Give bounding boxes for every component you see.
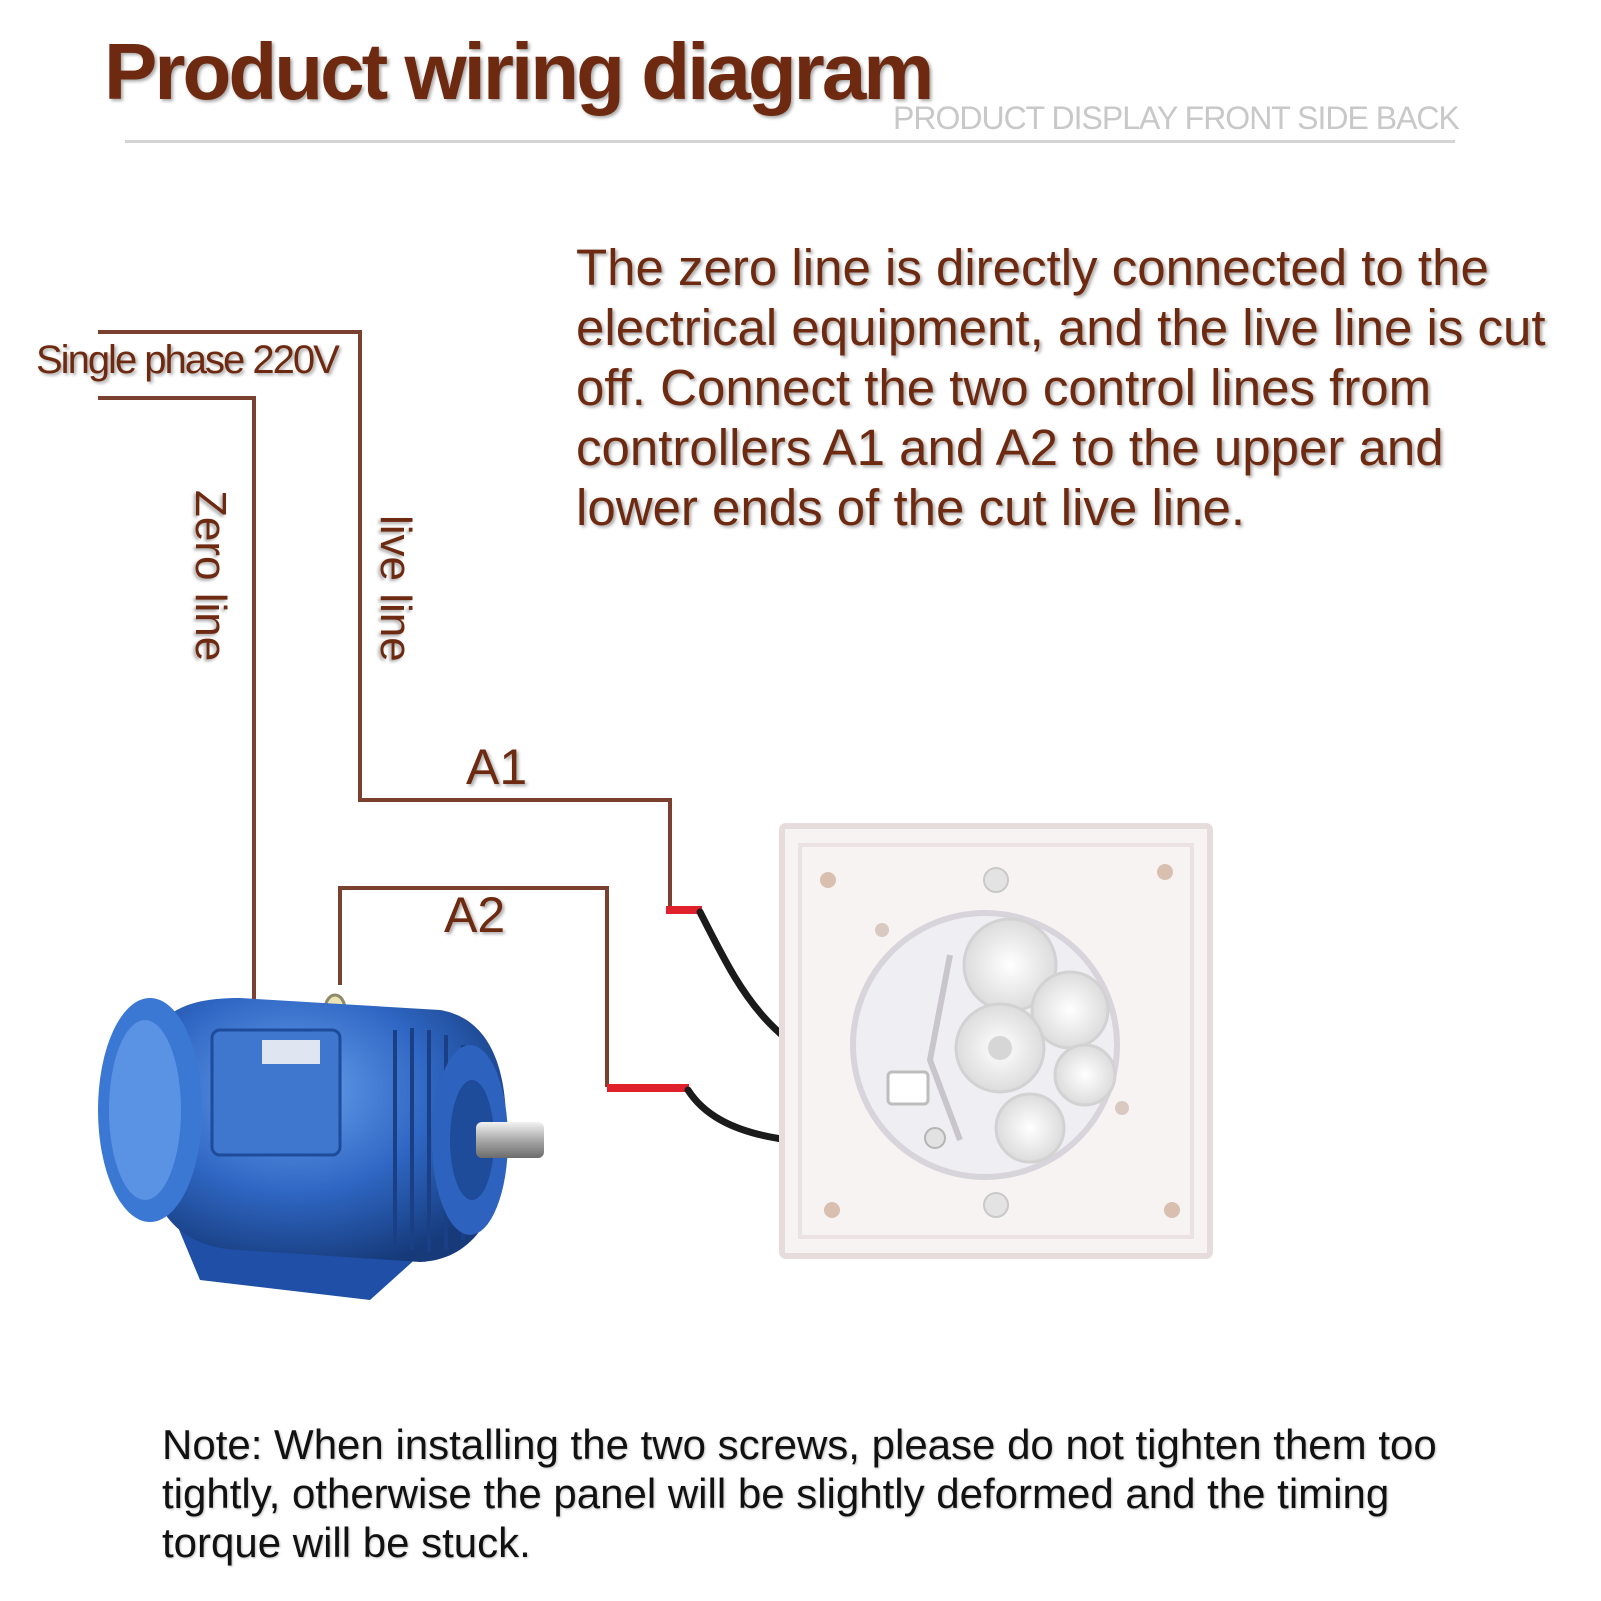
a2-lead-insulation <box>607 1084 689 1092</box>
a1-lead-insulation <box>666 906 702 914</box>
page-subtitle: PRODUCT DISPLAY FRONT SIDE BACK <box>893 100 1460 136</box>
installation-note: Note: When installing the two screws, pl… <box>162 1421 1437 1566</box>
a2-wire <box>338 886 609 1087</box>
a1-label: A1 <box>466 739 528 795</box>
zero-line-wire <box>98 396 256 1005</box>
header-divider <box>125 140 1455 143</box>
a2-label: A2 <box>444 887 506 943</box>
power-supply-label: Single phase 220V <box>36 338 340 382</box>
zero-line-label: Zero line <box>186 490 235 662</box>
live-line-wire <box>98 330 672 912</box>
wiring-description: The zero line is directly connected to t… <box>576 239 1546 536</box>
timer-switch-panel-icon <box>779 823 1213 1259</box>
live-line-label: live line <box>371 515 420 662</box>
electric-motor-icon <box>98 993 544 1300</box>
page-title: Product wiring diagram <box>104 27 934 116</box>
